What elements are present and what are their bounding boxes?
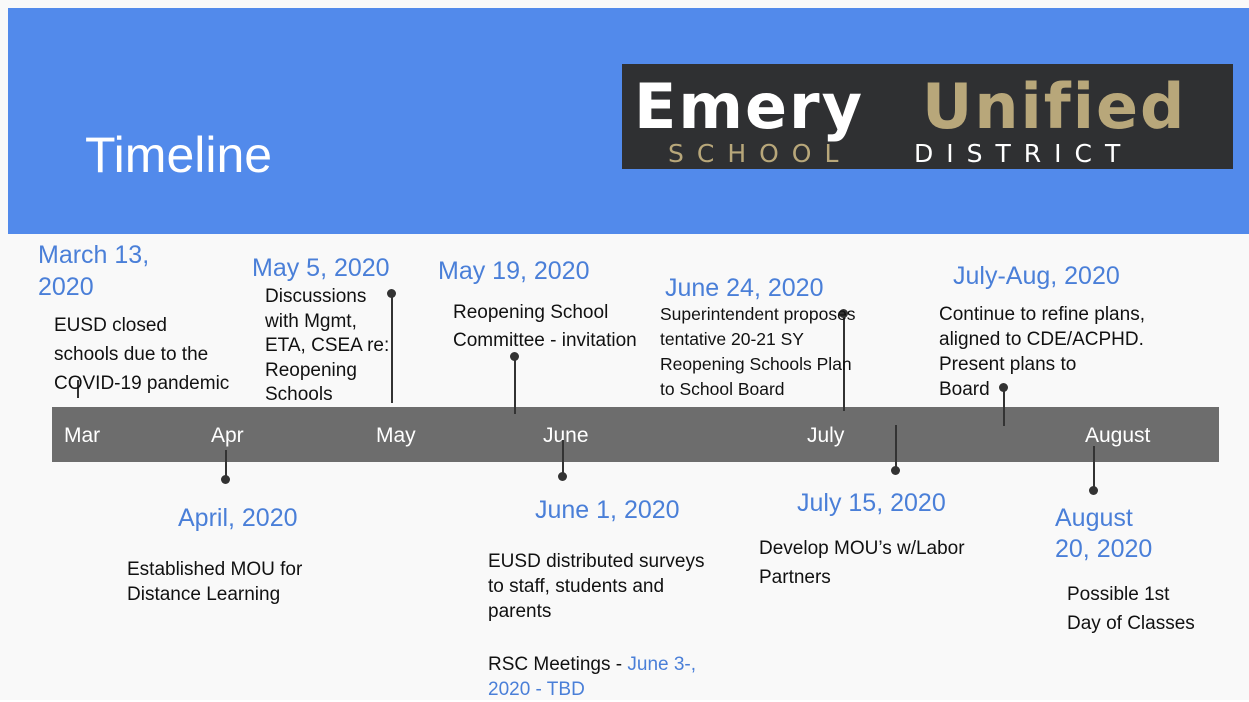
marker-july15: [891, 466, 900, 475]
event-rsc-meetings: RSC Meetings - June 3-, 2020 - TBD: [488, 654, 697, 700]
logo-word-district: DISTRICT: [914, 139, 1134, 168]
marker-may5: [387, 289, 396, 298]
event-desc-july15: Develop MOU’s w/Labor Partners: [759, 538, 965, 588]
month-label-apr: Apr: [211, 424, 244, 447]
event-date-july15: July 15, 2020: [797, 489, 946, 517]
connector-july15: [895, 425, 897, 471]
logo-word-school: SCHOOL: [668, 139, 852, 168]
event-desc-may19: Reopening School Committee - invitation: [453, 302, 637, 351]
event-date-june1: June 1, 2020: [535, 496, 680, 524]
connector-march13: [77, 380, 79, 398]
connector-julyaug: [1003, 388, 1005, 426]
event-date-may19: May 19, 2020: [438, 257, 590, 285]
event-desc-june1: EUSD distributed surveys to staff, stude…: [488, 551, 705, 622]
marker-julyaug: [999, 383, 1008, 392]
month-label-july: July: [807, 424, 845, 447]
event-date-julyaug: July-Aug, 2020: [953, 262, 1120, 290]
event-desc-march13: EUSD closed schools due to the COVID-19 …: [54, 315, 230, 394]
connector-aug20: [1093, 446, 1095, 490]
connector-june24: [843, 313, 845, 411]
event-date-aug20: August 20, 2020: [1055, 504, 1153, 563]
logo-word-unified: Unified: [922, 70, 1187, 143]
month-label-mar: Mar: [64, 424, 101, 447]
timeline-bar: [52, 407, 1219, 462]
connector-april: [225, 450, 227, 478]
event-desc-aug20: Possible 1st Day of Classes: [1067, 584, 1195, 634]
marker-may19: [510, 352, 519, 361]
month-label-june: June: [543, 424, 589, 447]
connector-may5: [391, 293, 393, 403]
event-desc-april: Established MOU for Distance Learning: [127, 559, 303, 605]
connector-june1: [562, 440, 564, 476]
event-date-april: April, 2020: [178, 504, 298, 532]
marker-april: [221, 475, 230, 484]
logo-word-emery: Emery: [634, 70, 864, 143]
district-logo: Emery Unified SCHOOL DISTRICT: [622, 64, 1233, 169]
event-desc-julyaug: Continue to refine plans, aligned to CDE…: [939, 304, 1145, 400]
month-label-august: August: [1085, 424, 1151, 447]
connector-may19: [514, 356, 516, 414]
event-date-may5: May 5, 2020: [252, 254, 390, 282]
event-desc-june24: Superintendent proposes tentative 20-21 …: [660, 304, 856, 399]
marker-aug20: [1089, 486, 1098, 495]
event-date-june24: June 24, 2020: [665, 274, 824, 302]
marker-june24: [839, 309, 848, 318]
marker-june1: [558, 472, 567, 481]
event-desc-may5: Discussions with Mgmt, ETA, CSEA re: Reo…: [265, 286, 390, 405]
month-label-may: May: [376, 424, 416, 447]
event-date-march13: March 13, 2020: [38, 241, 150, 301]
page-title: Timeline: [85, 127, 273, 183]
